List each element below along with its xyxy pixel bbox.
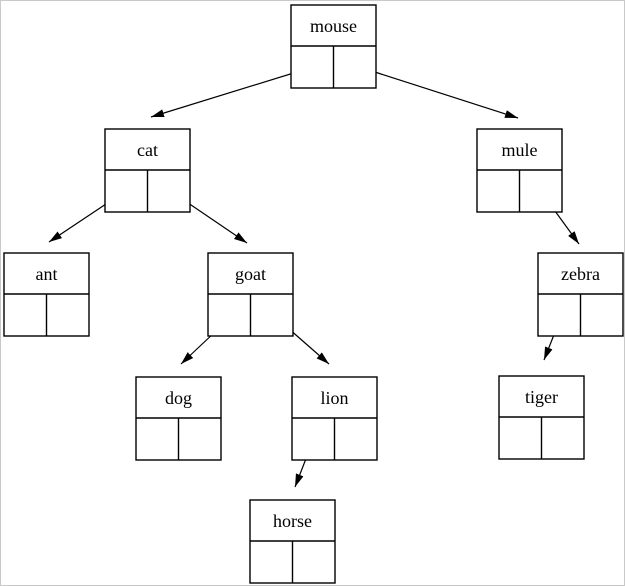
tree-node-tiger: tiger [498,375,585,460]
node-label-cat: cat [137,140,158,160]
tree-node-cat: cat [104,128,191,213]
node-label-dog: dog [165,388,192,408]
node-label-zebra: zebra [561,264,600,284]
node-label-horse: horse [273,511,312,531]
tree-node-zebra: zebra [537,252,624,337]
node-label-mouse: mouse [310,16,357,36]
node-label-goat: goat [235,264,266,284]
node-label-mule: mule [502,140,538,160]
tree-node-goat: goat [207,252,294,337]
edge-mouse-left-to-cat [150,66,314,118]
tree-node-ant: ant [3,252,90,337]
edge-mouse-right-to-mule [352,64,519,119]
node-label-tiger: tiger [525,387,558,407]
tree-node-lion: lion [291,376,378,461]
node-label-ant: ant [36,264,58,284]
tree-node-mouse: mouse [290,4,377,89]
tree-node-dog: dog [135,376,222,461]
node-label-lion: lion [320,388,348,408]
tree-node-mule: mule [476,128,563,213]
tree-node-horse: horse [249,499,336,584]
